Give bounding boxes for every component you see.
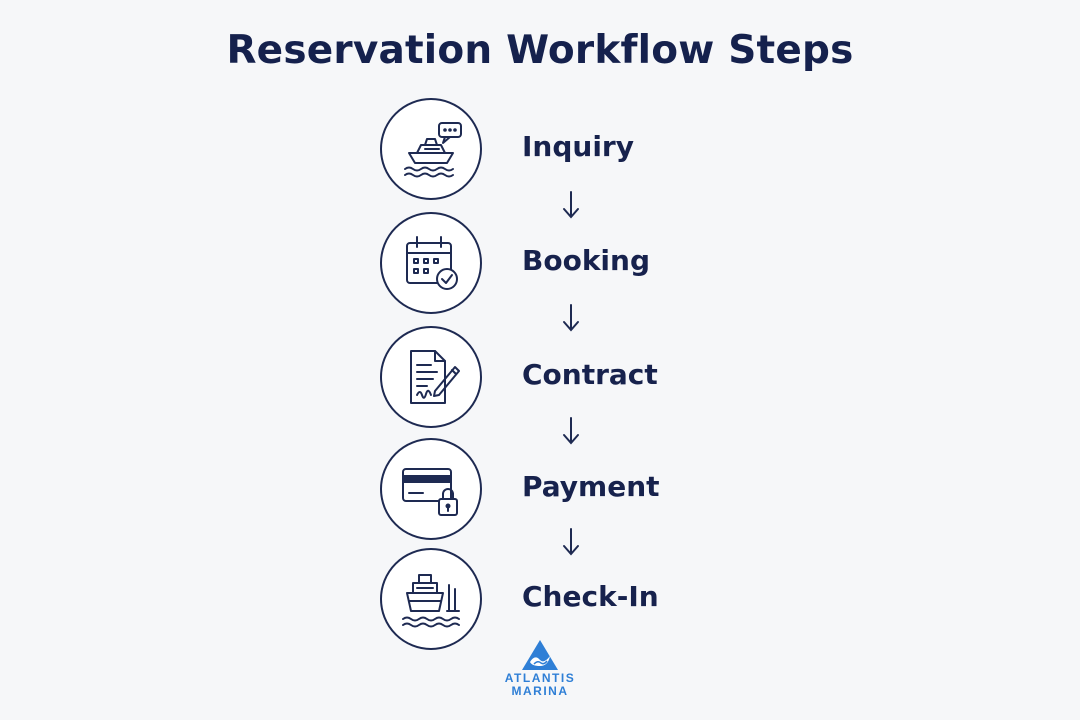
step-icon-circle bbox=[380, 212, 482, 314]
arrow-down-icon bbox=[563, 417, 579, 445]
step-contract: Contract bbox=[380, 326, 700, 428]
step-label: Payment bbox=[522, 470, 660, 503]
brand-logo: ATLANTIS MARINA bbox=[490, 638, 590, 708]
step-label: Booking bbox=[522, 244, 651, 277]
logo-line-2: MARINA bbox=[511, 684, 569, 698]
step-inquiry: Inquiry bbox=[380, 98, 700, 200]
arrow-down-icon bbox=[563, 528, 579, 556]
step-icon-circle bbox=[380, 326, 482, 428]
logo-line-1: ATLANTIS bbox=[504, 671, 576, 685]
calendar-check-icon bbox=[406, 236, 458, 290]
step-label: Inquiry bbox=[522, 130, 634, 163]
step-check-in: Check-In bbox=[380, 548, 700, 650]
boat-dock-icon bbox=[402, 574, 460, 628]
credit-card-lock-icon bbox=[402, 468, 458, 516]
page-title: Reservation Workflow Steps bbox=[226, 28, 854, 73]
contract-pen-icon bbox=[410, 350, 460, 404]
arrow-down-icon bbox=[563, 304, 579, 332]
step-label: Contract bbox=[522, 358, 658, 391]
yacht-chat-icon bbox=[404, 122, 462, 178]
mountain-wave-logo-icon bbox=[522, 640, 558, 670]
step-booking: Booking bbox=[380, 212, 700, 314]
step-icon-circle bbox=[380, 98, 482, 200]
arrow-down-icon bbox=[563, 191, 579, 219]
step-payment: Payment bbox=[380, 438, 700, 540]
step-label: Check-In bbox=[522, 580, 659, 613]
step-icon-circle bbox=[380, 438, 482, 540]
step-icon-circle bbox=[380, 548, 482, 650]
